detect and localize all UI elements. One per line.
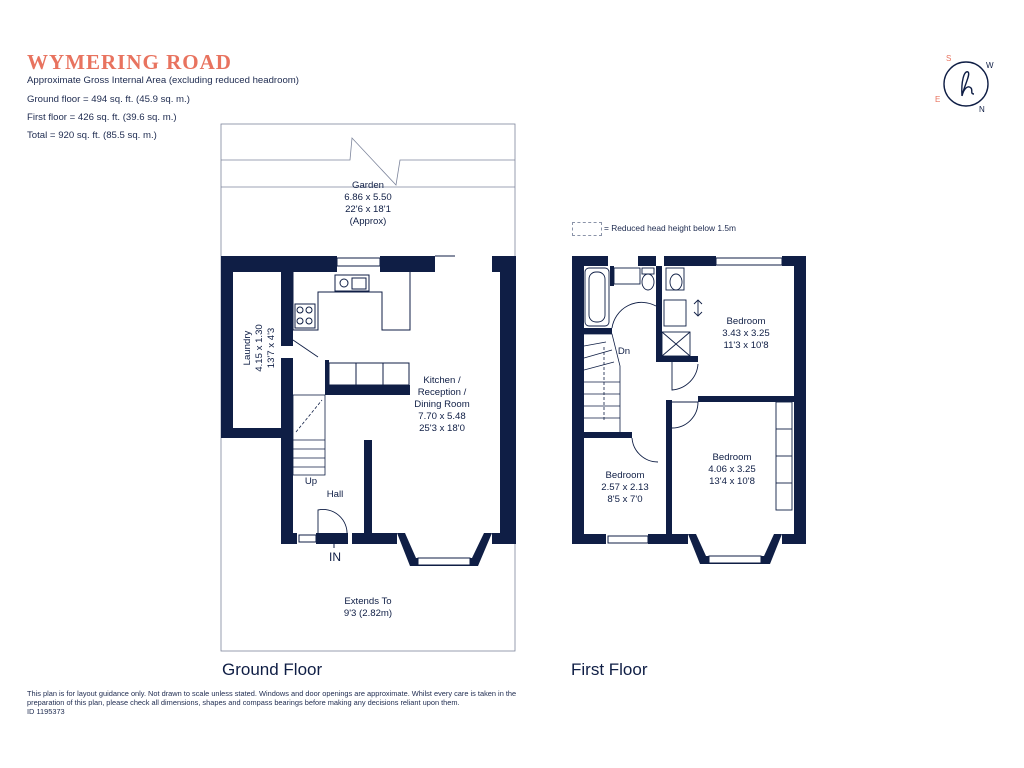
stairs-up-label: Up: [305, 476, 317, 487]
first-floor-plan: Dn Bedroom 3.43 x 3.25 11'3 x 10'8 Bedro…: [572, 256, 806, 564]
extends-line1: Extends To: [344, 596, 391, 607]
small-bedroom-dim-ft: 8'5 x 7'0: [607, 494, 642, 505]
disclaimer: This plan is for layout guidance only. N…: [27, 689, 547, 716]
first-walls: [572, 256, 806, 544]
plan-id: ID 1195373: [27, 707, 65, 716]
property-title: WYMERING ROAD: [27, 50, 232, 74]
first-doors: [611, 301, 699, 463]
small-bedroom-dim-m: 2.57 x 2.13: [601, 482, 648, 493]
bathroom-fixtures: [584, 267, 793, 511]
ground-floor-label: Ground Floor: [222, 660, 323, 679]
garden-fence: [221, 137, 515, 186]
first-floor-area: First floor = 426 sq. ft. (39.6 sq. m.): [27, 112, 177, 123]
compass-logo-icon: S W E N: [935, 54, 994, 114]
ground-staircase: [292, 394, 326, 476]
front-bedroom-name: Bedroom: [713, 452, 752, 463]
kitchen-dim-m: 7.70 x 5.48: [418, 411, 465, 422]
compass-e: E: [935, 95, 940, 104]
compass-s: S: [946, 54, 951, 63]
ground-floor-plan: Garden 6.86 x 5.50 22'6 x 18'1 (Approx) …: [220, 123, 516, 652]
compass-w: W: [986, 61, 994, 70]
front-bedroom-dim-m: 4.06 x 3.25: [708, 464, 755, 475]
kitchen-dim-ft: 25'3 x 18'0: [419, 423, 465, 434]
bay-window-glass: [417, 557, 471, 566]
kitchen-line2: Reception /: [418, 387, 467, 398]
kitchen-window: [336, 257, 381, 267]
ground-floor-area: Ground floor = 494 sq. ft. (45.9 sq. m.): [27, 94, 190, 105]
garden-dim-ft: 22'6 x 18'1: [345, 204, 391, 215]
first-floor-label: First Floor: [571, 660, 648, 679]
laundry-dim-ft: 13'7 x 4'3: [266, 328, 277, 368]
kitchen-units: [292, 272, 411, 386]
front-bedroom-dim-ft: 13'4 x 10'8: [709, 476, 755, 487]
legend-label: = Reduced head height below 1.5m: [604, 223, 737, 233]
small-bedroom-window: [607, 535, 649, 544]
rear-bedroom-dim-m: 3.43 x 3.25: [722, 328, 769, 339]
kitchen-line1: Kitchen /: [423, 375, 461, 386]
rear-bedroom-window: [715, 257, 783, 266]
reduced-headroom-swatch: [572, 222, 602, 236]
compass-n: N: [979, 105, 985, 114]
garden-note: (Approx): [350, 216, 387, 227]
entry-label: IN: [329, 550, 341, 564]
rear-bedroom-dim-ft: 11'3 x 10'8: [723, 340, 768, 351]
disclaimer-text: This plan is for layout guidance only. N…: [27, 689, 517, 707]
first-staircase: [583, 333, 621, 432]
kitchen-line3: Dining Room: [414, 399, 469, 410]
sliding-door-icon: [693, 299, 703, 317]
stairs-down-label: Dn: [618, 346, 630, 357]
laundry-name: Laundry: [242, 330, 253, 365]
garden-dim-m: 6.86 x 5.50: [344, 192, 391, 203]
rear-bedroom-name: Bedroom: [727, 316, 766, 327]
extends-line2: 9'3 (2.82m): [344, 608, 392, 619]
garden-name: Garden: [352, 180, 384, 191]
first-bay-glass: [708, 555, 762, 564]
area-note: Approximate Gross Internal Area (excludi…: [27, 75, 299, 86]
small-bedroom-name: Bedroom: [606, 470, 645, 481]
hall-label: Hall: [327, 489, 344, 500]
laundry-dim-m: 4.15 x 1.30: [254, 324, 265, 371]
ground-doors: [292, 255, 455, 536]
ground-walls: [221, 256, 516, 544]
hall-window: [298, 534, 317, 543]
total-area: Total = 920 sq. ft. (85.5 sq. m.): [27, 130, 157, 141]
entry-arrow-icon: [329, 536, 339, 548]
